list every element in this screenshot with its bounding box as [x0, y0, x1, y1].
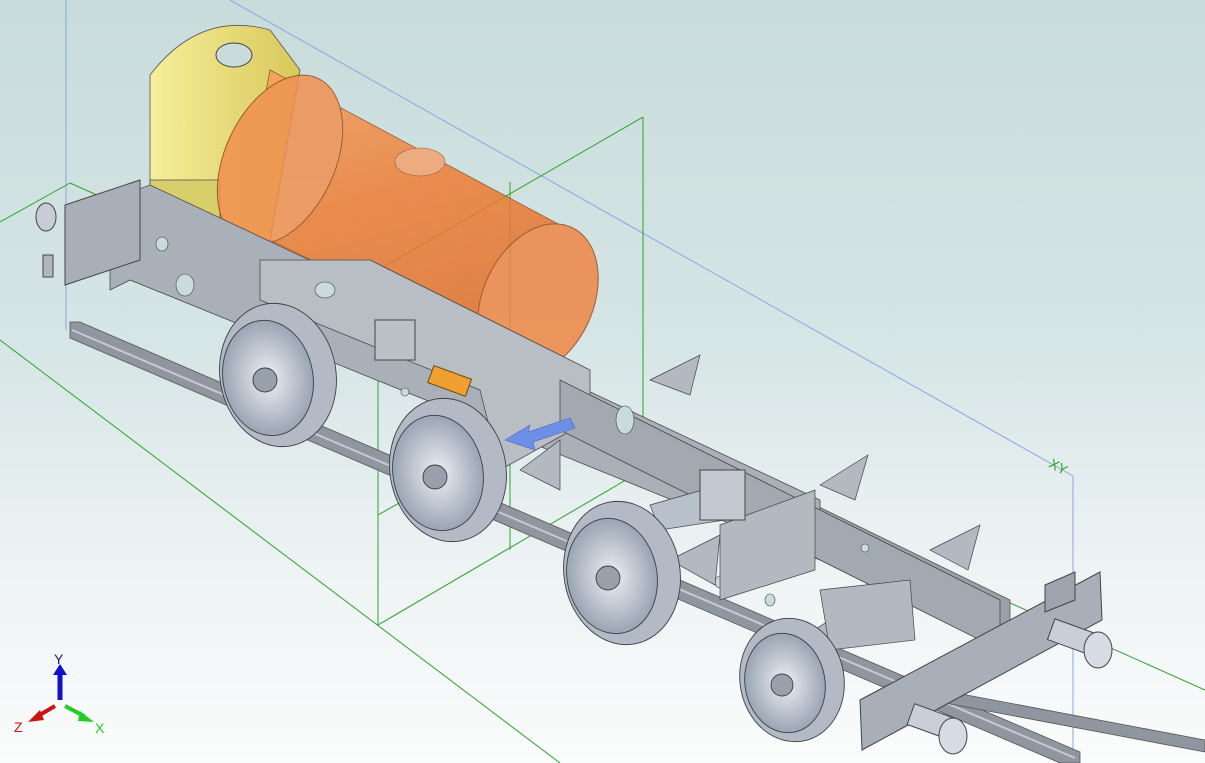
- wheel-3: [563, 500, 681, 646]
- boiler: [216, 69, 599, 377]
- rear-buffer-beam: [859, 571, 1113, 755]
- x-axis-label: X: [95, 720, 105, 736]
- y-axis-label: Y: [54, 651, 64, 667]
- front-buffer-beam: [35, 179, 141, 286]
- axis-triad: Y Z X: [14, 651, 105, 736]
- z-axis-label: Z: [14, 719, 23, 735]
- driving-wheels: [219, 302, 845, 743]
- wheel-2: [389, 397, 507, 543]
- direction-arrow: [504, 417, 576, 451]
- axle-parts: [374, 319, 746, 531]
- wheel-1: [219, 302, 337, 448]
- plane-label: XY: [1046, 455, 1071, 478]
- wheel-4: [739, 617, 845, 743]
